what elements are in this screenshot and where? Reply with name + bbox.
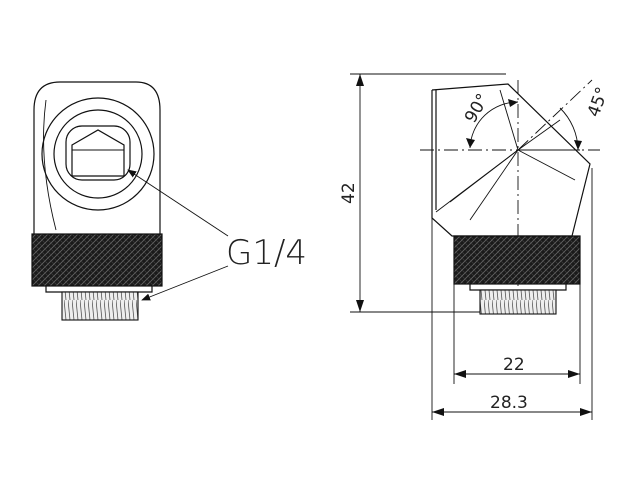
thread-callout: G1/4 <box>127 169 307 301</box>
height-label: 42 <box>339 182 359 204</box>
port-opening <box>65 125 131 181</box>
side-knurled-nut <box>453 235 581 285</box>
leader-to-thread <box>141 265 229 301</box>
front-body-outline <box>33 81 161 234</box>
inner-hex <box>71 129 125 177</box>
side-view <box>420 79 600 315</box>
pivot-rays <box>435 89 580 221</box>
width-inner-dim: 22 <box>453 284 581 384</box>
front-thread <box>61 291 139 321</box>
front-thread-outline <box>45 286 153 293</box>
width-outer-label: 28.3 <box>490 393 528 413</box>
angle-90-dim: 90° <box>461 90 519 149</box>
front-knurled-nut <box>31 233 163 287</box>
front-view <box>31 81 163 321</box>
angle-90-label: 90° <box>461 90 493 126</box>
outer-ring <box>41 97 155 211</box>
thread-label: G1/4 <box>226 233 307 273</box>
width-outer-dim: 28.3 <box>431 90 593 420</box>
mid-ring <box>53 109 143 199</box>
width-inner-label: 22 <box>503 355 525 375</box>
angle-45-dim: 45° <box>559 85 613 151</box>
inner-hex-fill <box>71 149 125 177</box>
leader-to-port <box>127 169 229 237</box>
angle-45-label: 45° <box>584 85 613 120</box>
front-body-shade <box>43 99 57 231</box>
side-centerline-diagonal <box>517 79 593 151</box>
height-dim: 42 <box>339 73 506 313</box>
side-thread <box>479 289 557 315</box>
